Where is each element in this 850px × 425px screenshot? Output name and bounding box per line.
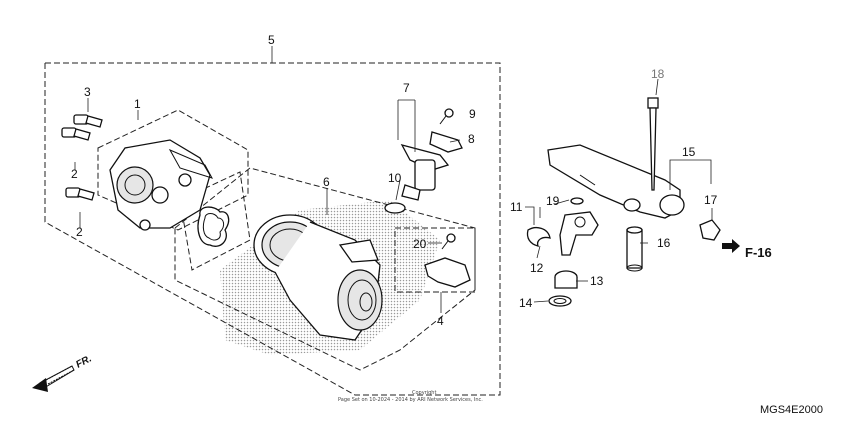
callout-2a: 2 bbox=[71, 167, 78, 181]
reference-arrow-icon bbox=[722, 239, 740, 253]
injector-part-11 bbox=[559, 211, 599, 256]
bolt-part-3 bbox=[73, 114, 103, 128]
throttle-body-part-6 bbox=[253, 214, 383, 341]
throttle-body-frame-6 bbox=[174, 167, 476, 371]
callout-14: 14 bbox=[519, 296, 533, 310]
diagram-code: MGS4E2000 bbox=[760, 404, 823, 416]
sensor-part-7 bbox=[384, 143, 450, 214]
callout-4: 4 bbox=[437, 314, 444, 328]
callout-2b: 2 bbox=[76, 225, 83, 239]
callout-19: 19 bbox=[546, 194, 560, 208]
callout-5: 5 bbox=[268, 33, 275, 47]
seal-part-14 bbox=[548, 295, 572, 307]
callout-1: 1 bbox=[134, 97, 141, 111]
callout-10: 10 bbox=[388, 171, 402, 185]
fuel-rail-part-15 bbox=[547, 144, 685, 219]
throttle-housing-part-1 bbox=[109, 139, 214, 231]
reference-label: F-16 bbox=[745, 245, 772, 260]
callout-9: 9 bbox=[469, 107, 476, 121]
callout-20: 20 bbox=[413, 237, 427, 251]
callout-3: 3 bbox=[84, 85, 91, 99]
sensor-frame-4 bbox=[394, 227, 476, 293]
screw-part-9 bbox=[439, 108, 454, 125]
callout-12: 12 bbox=[530, 261, 544, 275]
screw-part-20 bbox=[441, 233, 456, 250]
clip-part-17 bbox=[699, 219, 721, 241]
gasket-part-8 bbox=[429, 131, 463, 153]
bolt-part-2a bbox=[61, 127, 91, 141]
callout-18: 18 bbox=[651, 67, 665, 81]
bolt-part-18 bbox=[647, 97, 659, 191]
seal-part-13 bbox=[554, 270, 578, 289]
gasket-part bbox=[197, 206, 230, 247]
sensor-part-4 bbox=[424, 257, 471, 288]
front-direction-label: FR. bbox=[74, 353, 93, 370]
assembly-frame-5 bbox=[44, 62, 501, 396]
copyright-line2: Page Set on 10-2024 - 2014 by ARI Networ… bbox=[338, 397, 483, 403]
oring-part-19 bbox=[570, 197, 584, 205]
front-direction-indicator: FR. bbox=[32, 353, 94, 392]
callout-6: 6 bbox=[323, 175, 330, 189]
callout-17: 17 bbox=[704, 193, 718, 207]
callout-8: 8 bbox=[468, 132, 475, 146]
callout-7: 7 bbox=[403, 81, 410, 95]
callout-15: 15 bbox=[682, 145, 696, 159]
pipe-part-16 bbox=[626, 226, 643, 272]
copyright-line1: Copyright bbox=[412, 390, 436, 396]
housing-frame-1 bbox=[97, 109, 249, 231]
callout-16: 16 bbox=[657, 236, 671, 250]
callouts: 5 1 3 2 2 6 7 8 9 10 4 20 18 15 17 16 19… bbox=[71, 33, 718, 328]
bolt-part-2b bbox=[65, 187, 95, 201]
f16-reference: F-16 bbox=[722, 239, 772, 260]
callout-11: 11 bbox=[510, 200, 523, 214]
callout-13: 13 bbox=[590, 274, 604, 288]
leader-lines bbox=[74, 46, 713, 313]
clip-part-12 bbox=[526, 227, 551, 247]
